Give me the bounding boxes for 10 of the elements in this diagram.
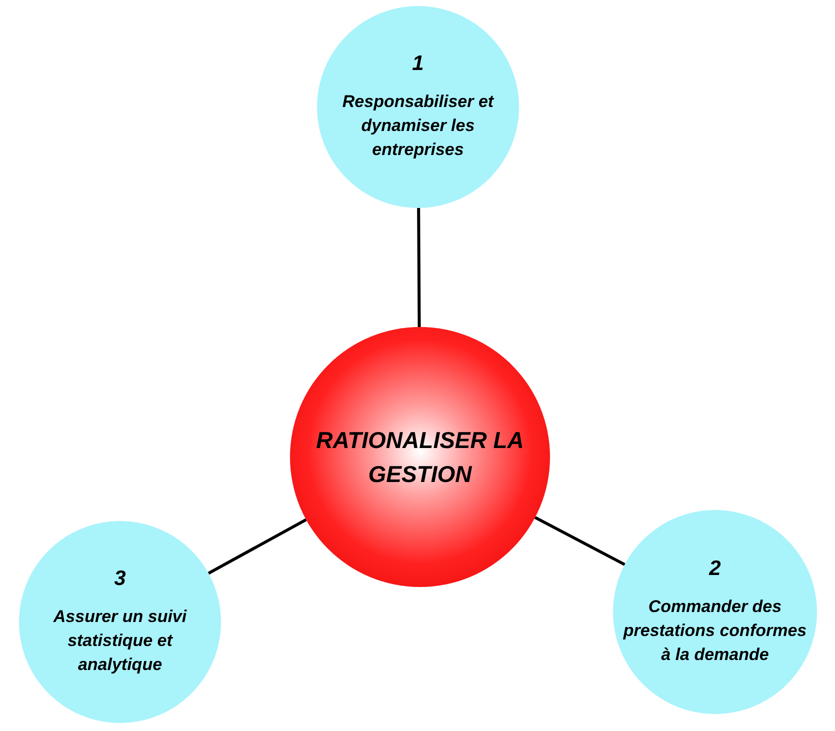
central-title: RATIONALISER LA GESTION (315, 426, 525, 489)
connector-line (534, 516, 626, 566)
goal-text: Assurer un suivi statistique et analytique (52, 606, 188, 676)
goal-number: 1 (412, 52, 424, 76)
goal-number: 2 (709, 557, 721, 581)
goal-number: 3 (114, 567, 126, 591)
connector-line (417, 208, 421, 327)
goal-text: Commander des prestations conformes à la demande (622, 596, 808, 666)
connector-line (208, 518, 307, 575)
goal-text: Responsabiliser et dynamiser les entreprises (341, 91, 495, 161)
